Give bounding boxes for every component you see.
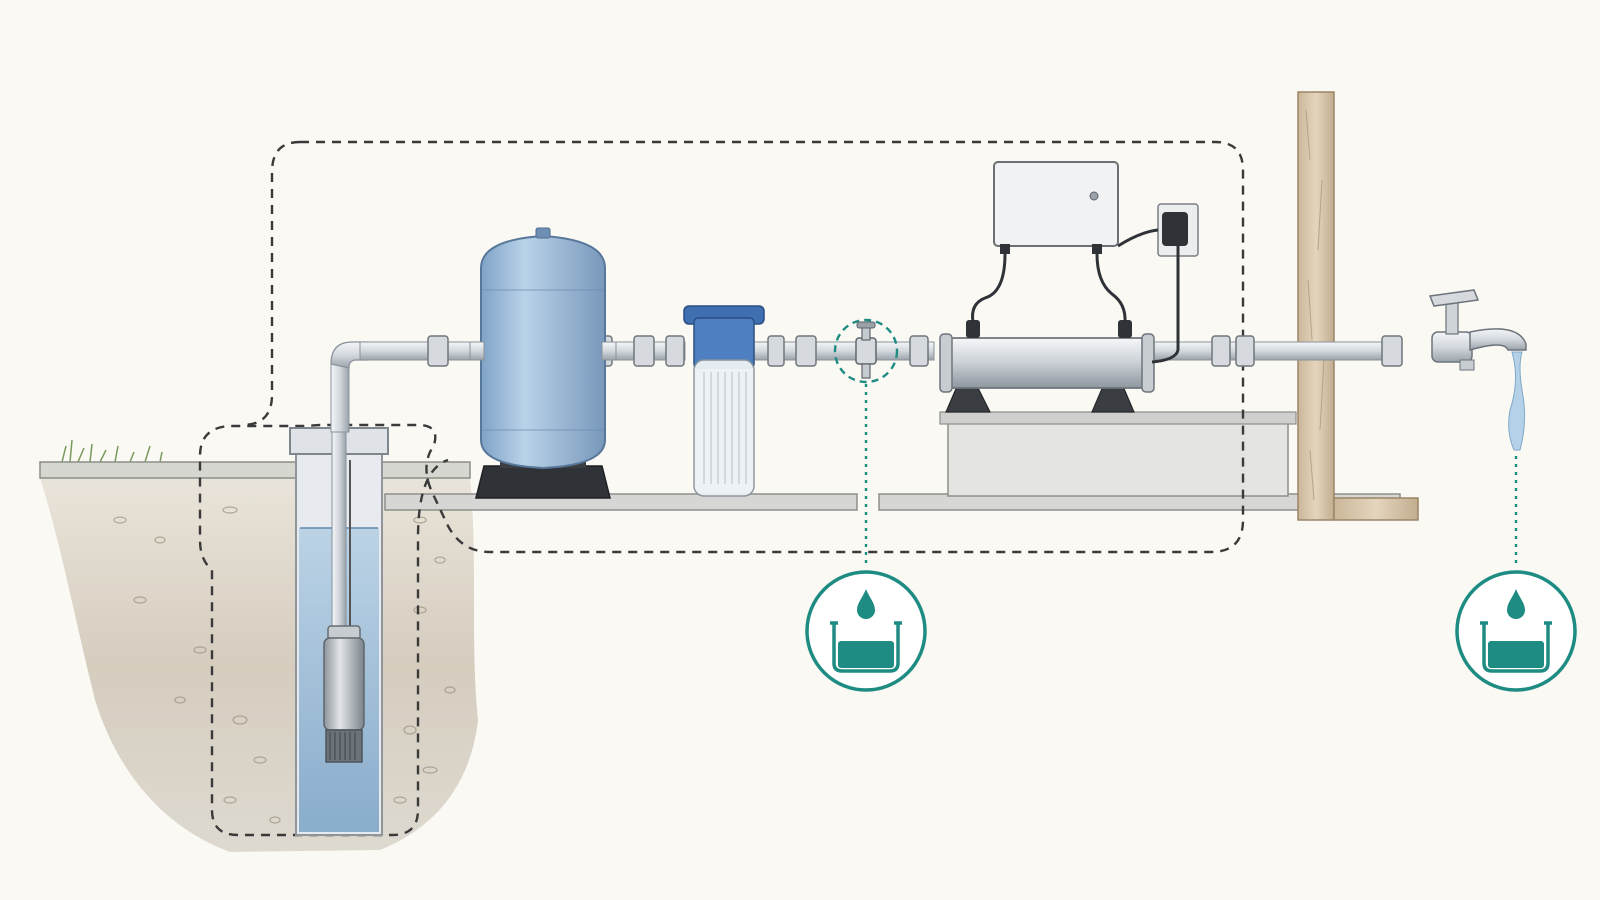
equipment-pad	[947, 419, 1289, 497]
sample-valve-highlight	[833, 318, 899, 384]
house-wall	[1297, 91, 1419, 521]
water-sample-beaker-icon	[830, 589, 902, 673]
sample-point-before-uv[interactable]	[805, 570, 927, 692]
sample-point-at-tap[interactable]	[1455, 570, 1577, 692]
grass-tuft	[61, 439, 163, 463]
sediment-filter-icon	[683, 305, 765, 497]
wall-sill	[1333, 497, 1419, 521]
outlet-icon	[1117, 203, 1199, 364]
soil-section	[40, 478, 478, 852]
submersible-pump-icon	[323, 625, 365, 763]
water-stream	[1508, 351, 1526, 451]
pressure-tank-icon	[469, 227, 617, 499]
wall-stud	[1297, 91, 1335, 521]
system-boundary	[198, 140, 1245, 837]
controller-box-icon	[971, 161, 1127, 323]
ground-surface-line	[39, 461, 471, 479]
water-sample-beaker-icon	[1480, 589, 1552, 673]
floor-slab-left	[384, 493, 858, 511]
valve-icon	[833, 318, 899, 384]
pipe-vertical-riser	[330, 361, 350, 433]
system-boundary-top-left	[241, 140, 301, 427]
uv-sterilizer-icon	[939, 320, 1155, 413]
sample-connectors	[864, 384, 1518, 568]
well	[289, 371, 389, 836]
faucet-icon	[1428, 289, 1527, 451]
